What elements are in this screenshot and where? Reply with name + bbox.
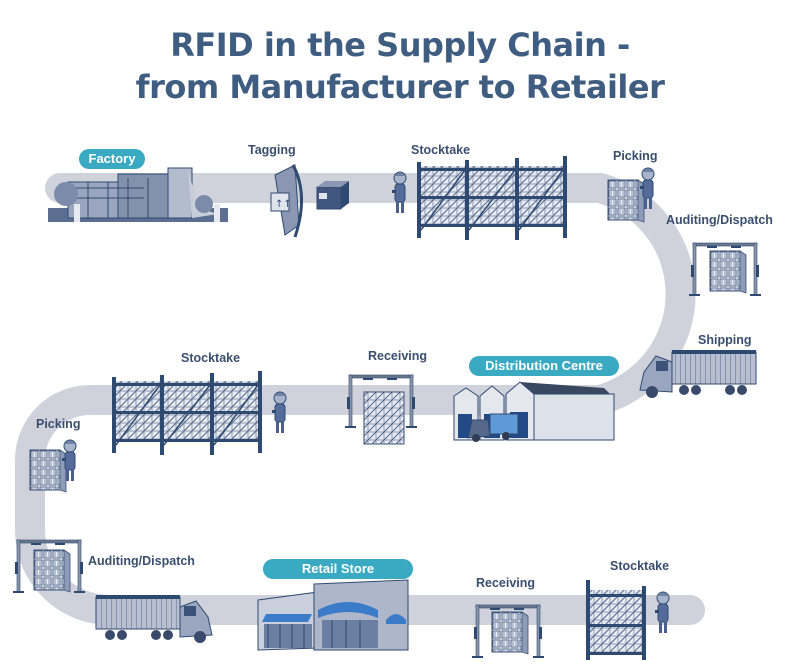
- label-stocktake-3: Stocktake: [610, 559, 670, 573]
- worker-stocktake-3: [654, 591, 670, 634]
- badge-distribution-centre: Distribution Centre: [469, 356, 619, 376]
- tagging-machine: ↑↑: [270, 164, 349, 238]
- label-picking-1: Picking: [613, 149, 658, 163]
- crate-auditing-2: [33, 549, 71, 593]
- label-picking-2: Picking: [36, 417, 81, 431]
- truck-to-retail: [95, 594, 213, 644]
- worker-stocktake-2: [271, 391, 287, 434]
- distribution-centre-building: [453, 381, 615, 442]
- factory-illustration: [48, 167, 228, 222]
- label-auditing-dispatch-2: Auditing/Dispatch: [88, 554, 195, 568]
- page-title-line-2: from Manufacturer to Retailer: [135, 68, 665, 106]
- worker-stocktake-1: [391, 171, 407, 214]
- badge-retail-store: Retail Store: [263, 559, 413, 579]
- label-auditing-dispatch-1: Auditing/Dispatch: [666, 213, 773, 227]
- label-stocktake-2: Stocktake: [181, 351, 241, 365]
- label-tagging: Tagging: [248, 143, 296, 157]
- page-title-line-1: RFID in the Supply Chain -: [170, 26, 630, 64]
- label-receiving-1: Receiving: [368, 349, 428, 363]
- crate-picking-1: [607, 179, 645, 223]
- crate-auditing-1: [709, 250, 747, 294]
- rack-stocktake-3: [586, 580, 646, 660]
- truck-shipping: [639, 349, 757, 399]
- rack-stocktake-1: [416, 155, 568, 241]
- pallet-receiving-1: [363, 391, 405, 445]
- rack-stocktake-2: [111, 370, 263, 456]
- svg-text:↑↑: ↑↑: [275, 199, 292, 210]
- label-receiving-2: Receiving: [476, 576, 536, 590]
- badge-factory: Factory: [79, 149, 145, 169]
- label-stocktake-1: Stocktake: [411, 143, 471, 157]
- label-shipping: Shipping: [698, 333, 752, 347]
- crate-receiving-2: [491, 611, 529, 655]
- crate-picking-2: [29, 449, 67, 493]
- retail-store-building: [257, 579, 409, 651]
